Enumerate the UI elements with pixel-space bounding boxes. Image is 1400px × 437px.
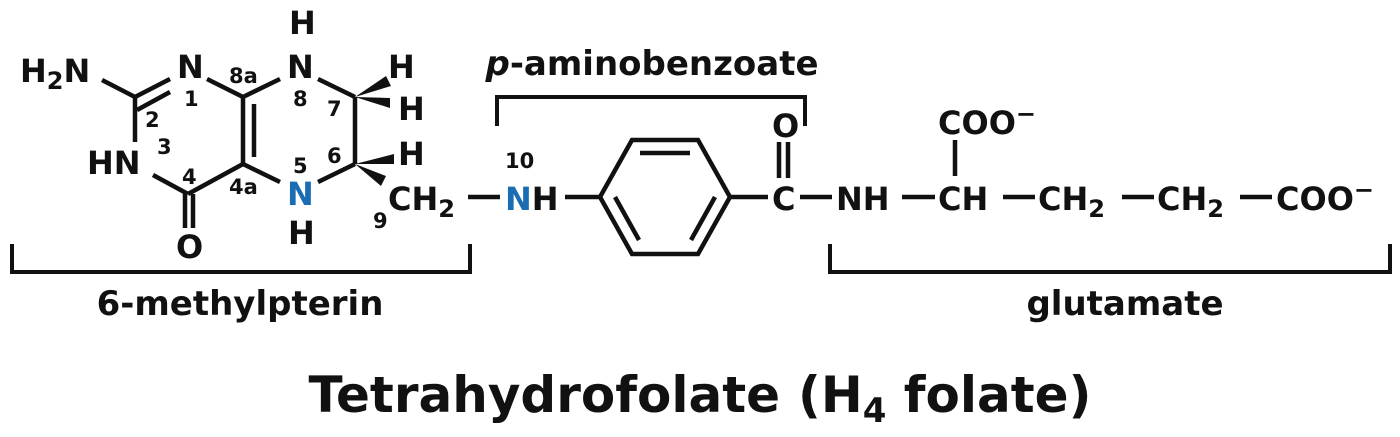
atom-n8: N	[287, 48, 314, 86]
glutamate-bracket	[828, 244, 1392, 274]
paba-bracket	[495, 95, 807, 126]
num-1: 1	[184, 87, 199, 111]
num-3: 3	[157, 135, 172, 159]
atom-beta-ch2: CH2	[1038, 180, 1105, 223]
num-8: 8	[293, 87, 308, 111]
atom-h8: H	[289, 4, 316, 42]
atom-end-coo: COO−	[1276, 176, 1374, 218]
atom-amide-nh: NH	[836, 180, 890, 218]
figure-title: Tetrahydrofolate(H4 folate)	[309, 366, 1092, 431]
label-p-aminobenzoate: p-aminobenzoate	[484, 44, 818, 84]
atom-carbonyl-c: C	[772, 180, 795, 218]
num-4: 4	[182, 165, 197, 189]
atom-o4: O	[176, 228, 203, 266]
num-5: 5	[293, 154, 308, 178]
atom-carbonyl-o: O	[772, 107, 799, 145]
num-7: 7	[327, 97, 342, 121]
num-2: 2	[145, 108, 160, 132]
atom-n10: NH	[505, 180, 559, 218]
atom-hn3: HN	[87, 144, 141, 182]
num-6: 6	[327, 144, 342, 168]
atom-h7b: H	[398, 90, 425, 128]
amino-group: H2N	[20, 52, 90, 95]
num-9: 9	[373, 209, 388, 233]
num-8a: 8a	[229, 64, 258, 88]
atom-ch2-9: CH2	[388, 180, 455, 223]
label-glutamate: glutamate	[1026, 284, 1223, 324]
atom-n5: N	[287, 175, 314, 213]
atom-h6: H	[398, 135, 425, 173]
label-6-methylpterin: 6-methylpterin	[97, 284, 384, 324]
atom-n1: N	[177, 48, 204, 86]
atom-h7a: H	[388, 48, 415, 86]
atom-gamma-ch2: CH2	[1157, 180, 1224, 223]
bonds	[100, 76, 1272, 257]
num-4a: 4a	[229, 175, 258, 199]
atom-alpha-coo: COO−	[938, 100, 1036, 142]
pterin-bracket	[10, 244, 472, 274]
atom-alpha-ch: CH	[938, 180, 988, 218]
num-10: 10	[505, 149, 534, 173]
atom-h5: H	[288, 214, 315, 252]
position-numbers: 1 2 3 4 4a 5 6 7 8 8a 9 10	[145, 64, 534, 233]
